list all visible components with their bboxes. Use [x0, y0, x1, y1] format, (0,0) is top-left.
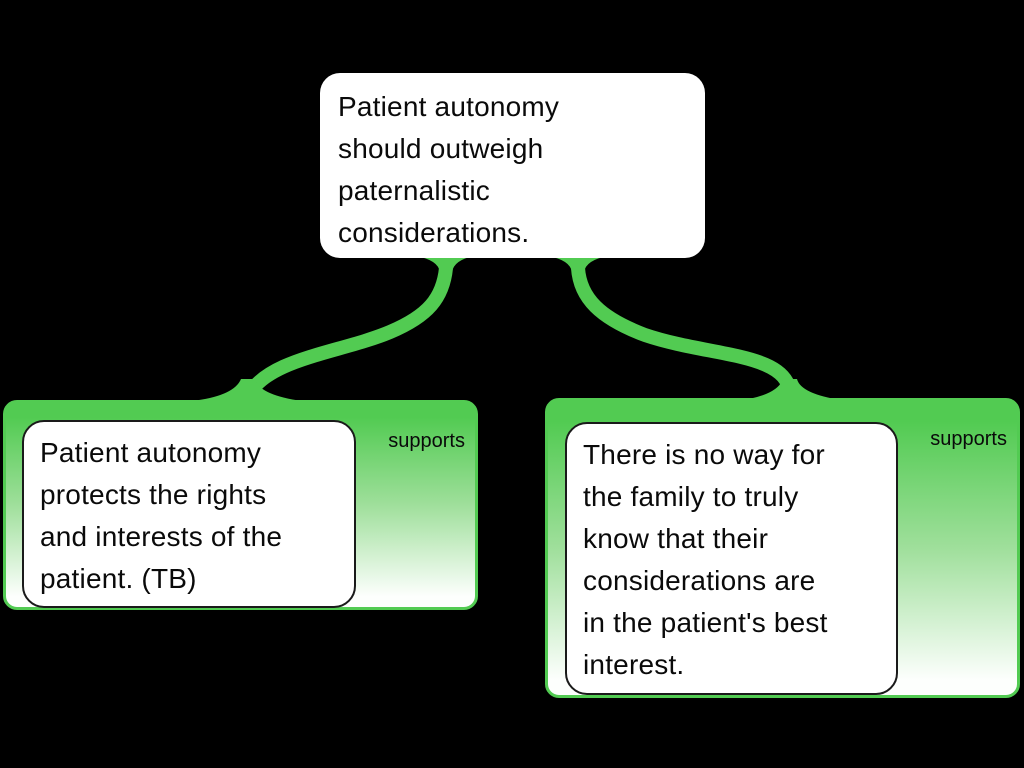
edge-left-curve [241, 267, 453, 400]
reason-container-right[interactable]: supports There is no way for the family … [545, 398, 1020, 698]
root-claim-node[interactable]: Patient autonomy should outweigh paterna… [320, 73, 705, 258]
reason-container-left[interactable]: supports Patient autonomy protects the r… [3, 400, 478, 610]
reason-claim-text-left: Patient autonomy protects the rights and… [40, 437, 283, 594]
reason-claim-text-right: There is no way for the family to truly … [583, 439, 828, 680]
relation-label-right[interactable]: supports [930, 428, 1007, 450]
edge-right-trumpet [548, 256, 608, 272]
reason-claim-node-right[interactable]: There is no way for the family to truly … [565, 422, 898, 695]
support-edge-left[interactable] [192, 256, 474, 401]
edge-right-curve [571, 267, 797, 396]
edge-left-flare [192, 379, 302, 401]
support-edge-right[interactable] [548, 256, 848, 401]
edge-left-trumpet [416, 256, 474, 272]
reason-claim-node-left[interactable]: Patient autonomy protects the rights and… [22, 420, 356, 608]
relation-label-left[interactable]: supports [388, 430, 465, 452]
edge-right-flare [736, 379, 848, 401]
root-claim-text: Patient autonomy should outweigh paterna… [338, 91, 560, 248]
